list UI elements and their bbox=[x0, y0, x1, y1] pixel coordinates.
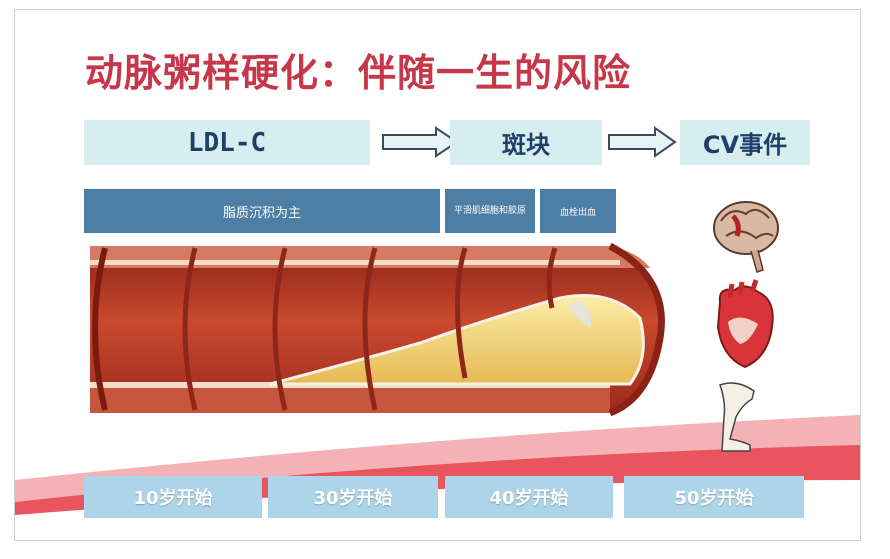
band-lipid-label: 脂质沉积为主 bbox=[222, 205, 301, 221]
band-thrombus-label: 血栓出血 bbox=[559, 207, 596, 218]
stage-plaque-label: 斑块 bbox=[502, 131, 550, 159]
band-smooth-muscle-label: 平滑肌细胞和胶原 bbox=[453, 206, 526, 216]
stage-ldl-label: LDL-C bbox=[187, 127, 267, 158]
stage-cv-event: CV事件 bbox=[680, 120, 810, 165]
stage-cv-label: CV事件 bbox=[702, 131, 788, 159]
stage-plaque: 斑块 bbox=[450, 120, 602, 165]
age-40: 40岁开始 bbox=[445, 476, 613, 518]
age-50: 50岁开始 bbox=[624, 476, 804, 518]
band-thrombus: 血栓出血 bbox=[540, 189, 616, 233]
age-30-label: 30岁开始 bbox=[313, 488, 393, 509]
age-10: 10岁开始 bbox=[84, 476, 262, 518]
band-smooth-muscle: 平滑肌细胞和胶原 bbox=[445, 189, 535, 233]
arrow-right-icon bbox=[382, 126, 459, 158]
artery-illustration bbox=[90, 242, 665, 417]
slide: 动脉粥样硬化：伴随一生的风险 LDL-C 斑块 CV事件 脂质沉积为主 平滑肌细… bbox=[14, 9, 861, 541]
stage-ldl: LDL-C bbox=[84, 120, 370, 165]
age-10-label: 10岁开始 bbox=[133, 488, 213, 509]
brain-icon bbox=[713, 201, 779, 273]
band-lipid: 脂质沉积为主 bbox=[84, 189, 440, 233]
arrow-right-icon bbox=[608, 126, 677, 158]
age-50-label: 50岁开始 bbox=[674, 488, 754, 509]
age-40-label: 40岁开始 bbox=[489, 488, 569, 509]
leg-icon bbox=[719, 382, 755, 452]
page-title: 动脉粥样硬化：伴随一生的风险 bbox=[85, 51, 632, 95]
age-30: 30岁开始 bbox=[268, 476, 438, 518]
heart-icon bbox=[716, 279, 774, 369]
